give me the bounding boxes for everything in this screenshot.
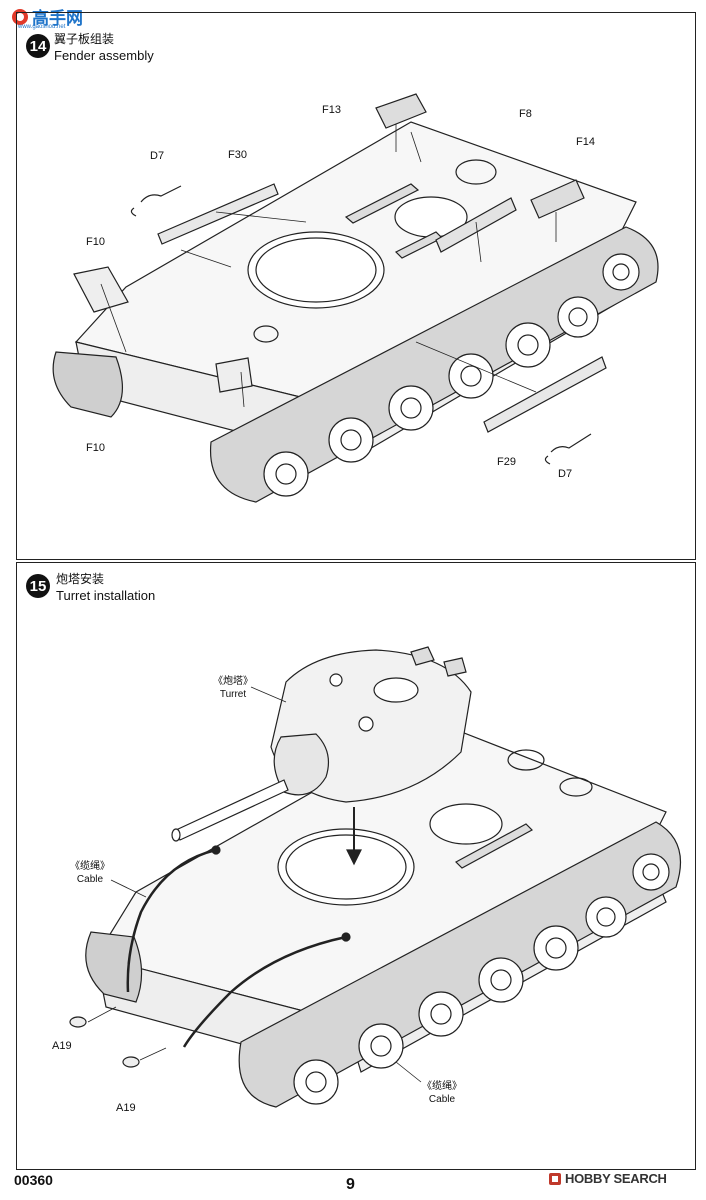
watermark-url: www.gaoshou.net xyxy=(18,24,66,30)
callout-cable-right: 《缆绳》 Cable xyxy=(422,1080,462,1106)
part-label-a19-right: A19 xyxy=(116,1102,136,1114)
part-label-f8: F8 xyxy=(519,108,532,120)
watermark-logo-bottom: HOBBY SEARCH xyxy=(548,1171,667,1186)
footer-product-code: 00360 xyxy=(14,1172,53,1188)
watermark-brand: HOBBY SEARCH xyxy=(565,1171,667,1186)
step-14-number: 14 xyxy=(26,34,50,58)
step-15-number: 15 xyxy=(26,574,50,598)
callout-cable-right-cn: 《缆绳》 xyxy=(422,1081,462,1092)
callout-turret-cn: 《炮塔》 xyxy=(213,676,253,687)
part-label-d7-top: D7 xyxy=(150,150,165,162)
turret-installation-drawing xyxy=(69,646,682,1108)
part-label-f13: F13 xyxy=(322,104,341,116)
step-14-title-cn: 翼子板组装 xyxy=(54,32,115,46)
callout-cable-left-en: Cable xyxy=(76,874,104,885)
step-14-panel xyxy=(16,12,696,560)
callout-turret-en: Turret xyxy=(219,689,247,700)
part-label-a19-left: A19 xyxy=(52,1040,72,1052)
step-14-title-en: Fender assembly xyxy=(54,48,154,63)
part-label-f10-top: F10 xyxy=(86,236,105,248)
step-15-panel xyxy=(16,562,696,1170)
step-15-title-en: Turret installation xyxy=(56,588,156,603)
watermark-text: 高手网 xyxy=(32,9,83,29)
page-number: 9 xyxy=(346,1176,355,1193)
callout-cable-left-cn: 《缆绳》 xyxy=(70,861,110,872)
callout-cable-left: 《缆绳》 Cable xyxy=(70,860,110,886)
part-label-f29: F29 xyxy=(497,456,516,468)
part-label-f30: F30 xyxy=(228,149,247,161)
hull-fender-drawing xyxy=(52,93,659,503)
callout-cable-right-en: Cable xyxy=(428,1094,456,1105)
callout-turret: 《炮塔》 Turret xyxy=(213,675,253,701)
part-label-f10-bottom: F10 xyxy=(86,442,105,454)
step-15-title-cn: 炮塔安装 xyxy=(56,572,105,586)
part-label-d7-bottom: D7 xyxy=(558,468,573,480)
hobby-search-logo-icon xyxy=(549,1172,561,1185)
part-label-f14: F14 xyxy=(576,136,595,148)
